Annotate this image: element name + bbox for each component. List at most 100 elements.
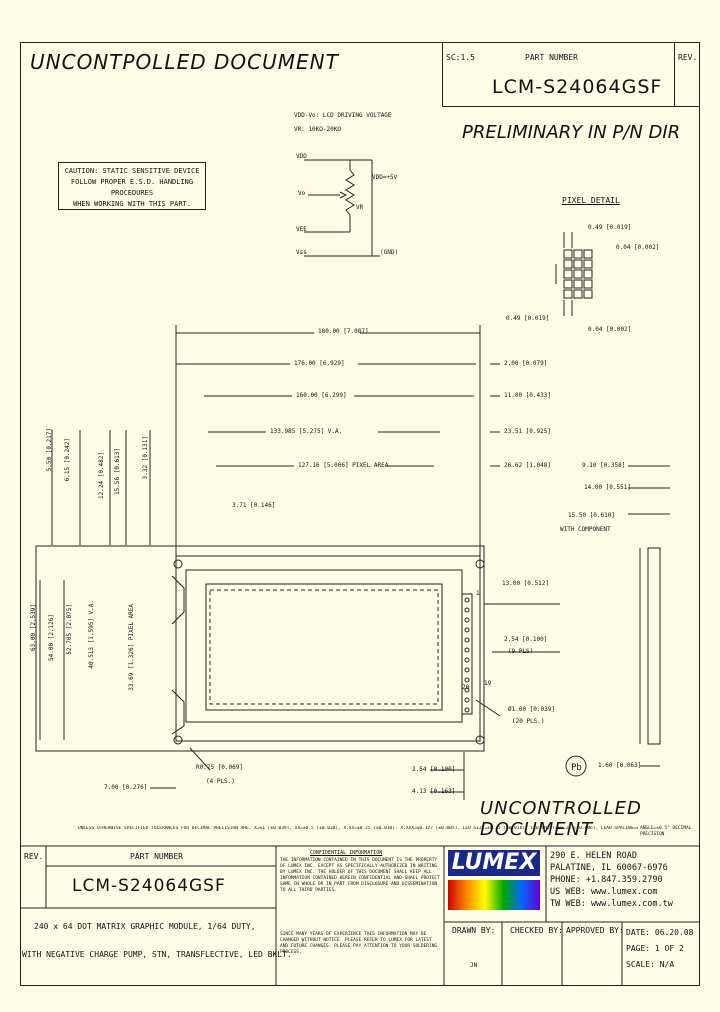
dim-413: 4.13 [0.163] (412, 788, 456, 795)
svg-text:Pb: Pb (571, 763, 582, 773)
vdd-vo-note: VDD-Vo: LCD DRIVING VOLTAGE (294, 112, 392, 119)
dim-160: 160.00 [6.299] (296, 392, 347, 399)
phone: PHONE: +1.847.359.2790 (550, 875, 663, 885)
dim-1400: 14.00 [0.551] (584, 484, 631, 491)
confidential-title: CONFIDENTIAL INFORMATION (310, 850, 383, 856)
tb-part-number-label: PART NUMBER (130, 852, 183, 861)
dim-1300: 13.00 [0.512] (502, 580, 549, 587)
pin-header (461, 593, 560, 717)
description-line1: 240 x 64 DOT MATRIX GRAPHIC MODULE, 1/64… (34, 922, 256, 931)
pixel-dim: 0.49 [0.019] (588, 224, 632, 231)
dim-11: 11.00 [0.433] (504, 392, 551, 399)
with-component: WITH COMPONENT (560, 526, 611, 533)
header-divider (442, 42, 443, 106)
bottom-dimension-lines (150, 747, 465, 800)
dim-176: 176.00 [6.929] (294, 360, 345, 367)
part-number-label: PART NUMBER (525, 53, 578, 62)
dim-615: 6.15 [0.242] (64, 438, 71, 482)
drawn-by-label: DRAWN BY: (452, 926, 496, 935)
approved-by-label: APPROVED BY: (566, 926, 624, 935)
circuit-schematic (304, 159, 380, 257)
side-profile (628, 465, 670, 767)
vdd-value: VDD=+5V (372, 174, 398, 181)
scale-label: SC:1.5 (446, 53, 475, 62)
vo-pin: Vo (298, 190, 306, 197)
title-block (20, 845, 700, 986)
checked-by-label: CHECKED BY: (510, 926, 563, 935)
dim-180: 180.00 [7.087] (318, 328, 369, 335)
pixel-dim: 0.49 [0.019] (506, 315, 550, 322)
pixel-dim: 0.04 [0.002] (588, 326, 632, 333)
dim-254b: 2.54 [0.100] (412, 766, 456, 773)
dim-700: 7.00 [0.276] (104, 784, 148, 791)
rev-label: REV. (678, 53, 698, 62)
hole-pls: (20 PLS.) (512, 718, 545, 725)
description-line2: WITH NEGATIVE CHARGE PUMP, STN, TRANSFLE… (22, 950, 292, 959)
rohs-icon: Pb (565, 755, 587, 777)
lumex-logo: LUMEX (444, 848, 544, 916)
date-field: DATE: 06.20.08 (626, 928, 694, 937)
vr-note: VR: 10KΩ-20KΩ (294, 126, 341, 133)
dim-52705: 52.705 [2.075] (66, 604, 73, 655)
dim-2662: 26.62 [1.048] (504, 462, 551, 469)
vr-label: VR (356, 204, 364, 211)
top-dimension-lines (175, 325, 500, 560)
dim-2351: 23.51 [0.925] (504, 428, 551, 435)
tb-rev-label: REV. (24, 852, 44, 861)
address-line1: 290 E. HELEN ROAD (550, 851, 637, 861)
dim-1556: 15.56 [0.613] (114, 448, 121, 495)
dim-2: 2.00 [0.079] (504, 360, 548, 367)
experience-body: SINCE MANY YEARS OF EXPERIENCE THIS INFO… (280, 932, 438, 955)
tb-part-number: LCM-S24064GSF (72, 876, 226, 896)
logo-spectrum (448, 880, 540, 910)
drawn-by-value: JN (470, 962, 478, 969)
confidential-body: THE INFORMATION CONTAINED IN THIS DOCUME… (280, 858, 440, 893)
dim-54: 54.00 [2.126] (48, 614, 55, 661)
part-number: LCM-S24064GSF (492, 76, 663, 98)
dim-r-pls: (4 PLS.) (206, 778, 235, 785)
header-divider (674, 42, 675, 106)
pixel-dim: 0.04 [0.002] (616, 244, 660, 251)
hole-dim: Ø1.00 [0.039] (508, 706, 555, 713)
address-line2: PALATINE, IL 60067-6976 (550, 863, 668, 873)
address-block: 290 E. HELEN ROAD PALATINE, IL 60067-697… (550, 850, 673, 910)
header-divider (442, 106, 700, 107)
page-field: PAGE: 1 OF 2 (626, 944, 684, 953)
dim-1224: 12.24 [0.482] (98, 452, 105, 499)
dim-3369: 33.69 [1.326] PIXEL AREA (128, 604, 135, 691)
logo-wordmark: LUMEX (448, 850, 540, 876)
us-web: US WEB: www.lumex.com (550, 887, 658, 897)
dim-371: 3.71 [0.146] (232, 502, 276, 509)
caution-line: WHEN WORKING WITH THIS PART. (72, 200, 191, 208)
pin-19-label: 19 (484, 680, 492, 687)
angle-note: ANGLE=±0.5° DECIMAL PRECISION (640, 826, 692, 837)
pixel-grid (555, 232, 593, 316)
dim-254: 2.54 [0.100] (504, 636, 548, 643)
dim-pixel-area: 127.16 [5.006] PIXEL AREA (298, 462, 389, 469)
dim-63: 63.00 [2.539] (30, 604, 37, 651)
gnd-label: (GND) (380, 249, 399, 256)
drawing-frame (20, 42, 700, 986)
dim-550: 5.50 [0.217] (46, 428, 53, 472)
uncontrolled-bottom: UNCONTROLLED DOCUMENT (480, 798, 642, 840)
pixel-detail-title: PIXEL DETAIL (562, 196, 620, 205)
dim-40513: 40.513 [1.595] V.A. (88, 600, 95, 669)
dim-910: 9.10 [0.358] (582, 462, 626, 469)
dim-254-pls: (9 PLS) (508, 648, 534, 655)
tw-web: TW WEB: www.lumex.com.tw (550, 899, 673, 909)
dim-1550: 15.50 [0.610] (568, 512, 615, 519)
caution-line: CAUTION: STATIC SENSITIVE DEVICE (64, 167, 200, 175)
preliminary-note: PRELIMINARY IN P/N DIR (462, 122, 681, 143)
uncontrolled-top: UNCONTPOLLED DOCUMENT (30, 50, 339, 74)
left-dimension-lines (39, 430, 151, 740)
dim-r075: R0.75 [0.069] (196, 764, 243, 771)
dim-160: 1.60 [0.063] (598, 762, 642, 769)
caution-box: CAUTION: STATIC SENSITIVE DEVICE FOLLOW … (58, 162, 206, 210)
tolerance-note: UNLESS OTHERWISE SPECIFIED TOLERANCES FO… (78, 826, 638, 831)
scale-field: SCALE: N/A (626, 960, 675, 969)
dim-332: 3.32 [0.131] (142, 436, 149, 480)
pin-20-label: 20 (462, 684, 470, 691)
dim-va: 133.985 [5.275] V.A. (270, 428, 343, 435)
vdd-pin: VDD (296, 153, 307, 160)
